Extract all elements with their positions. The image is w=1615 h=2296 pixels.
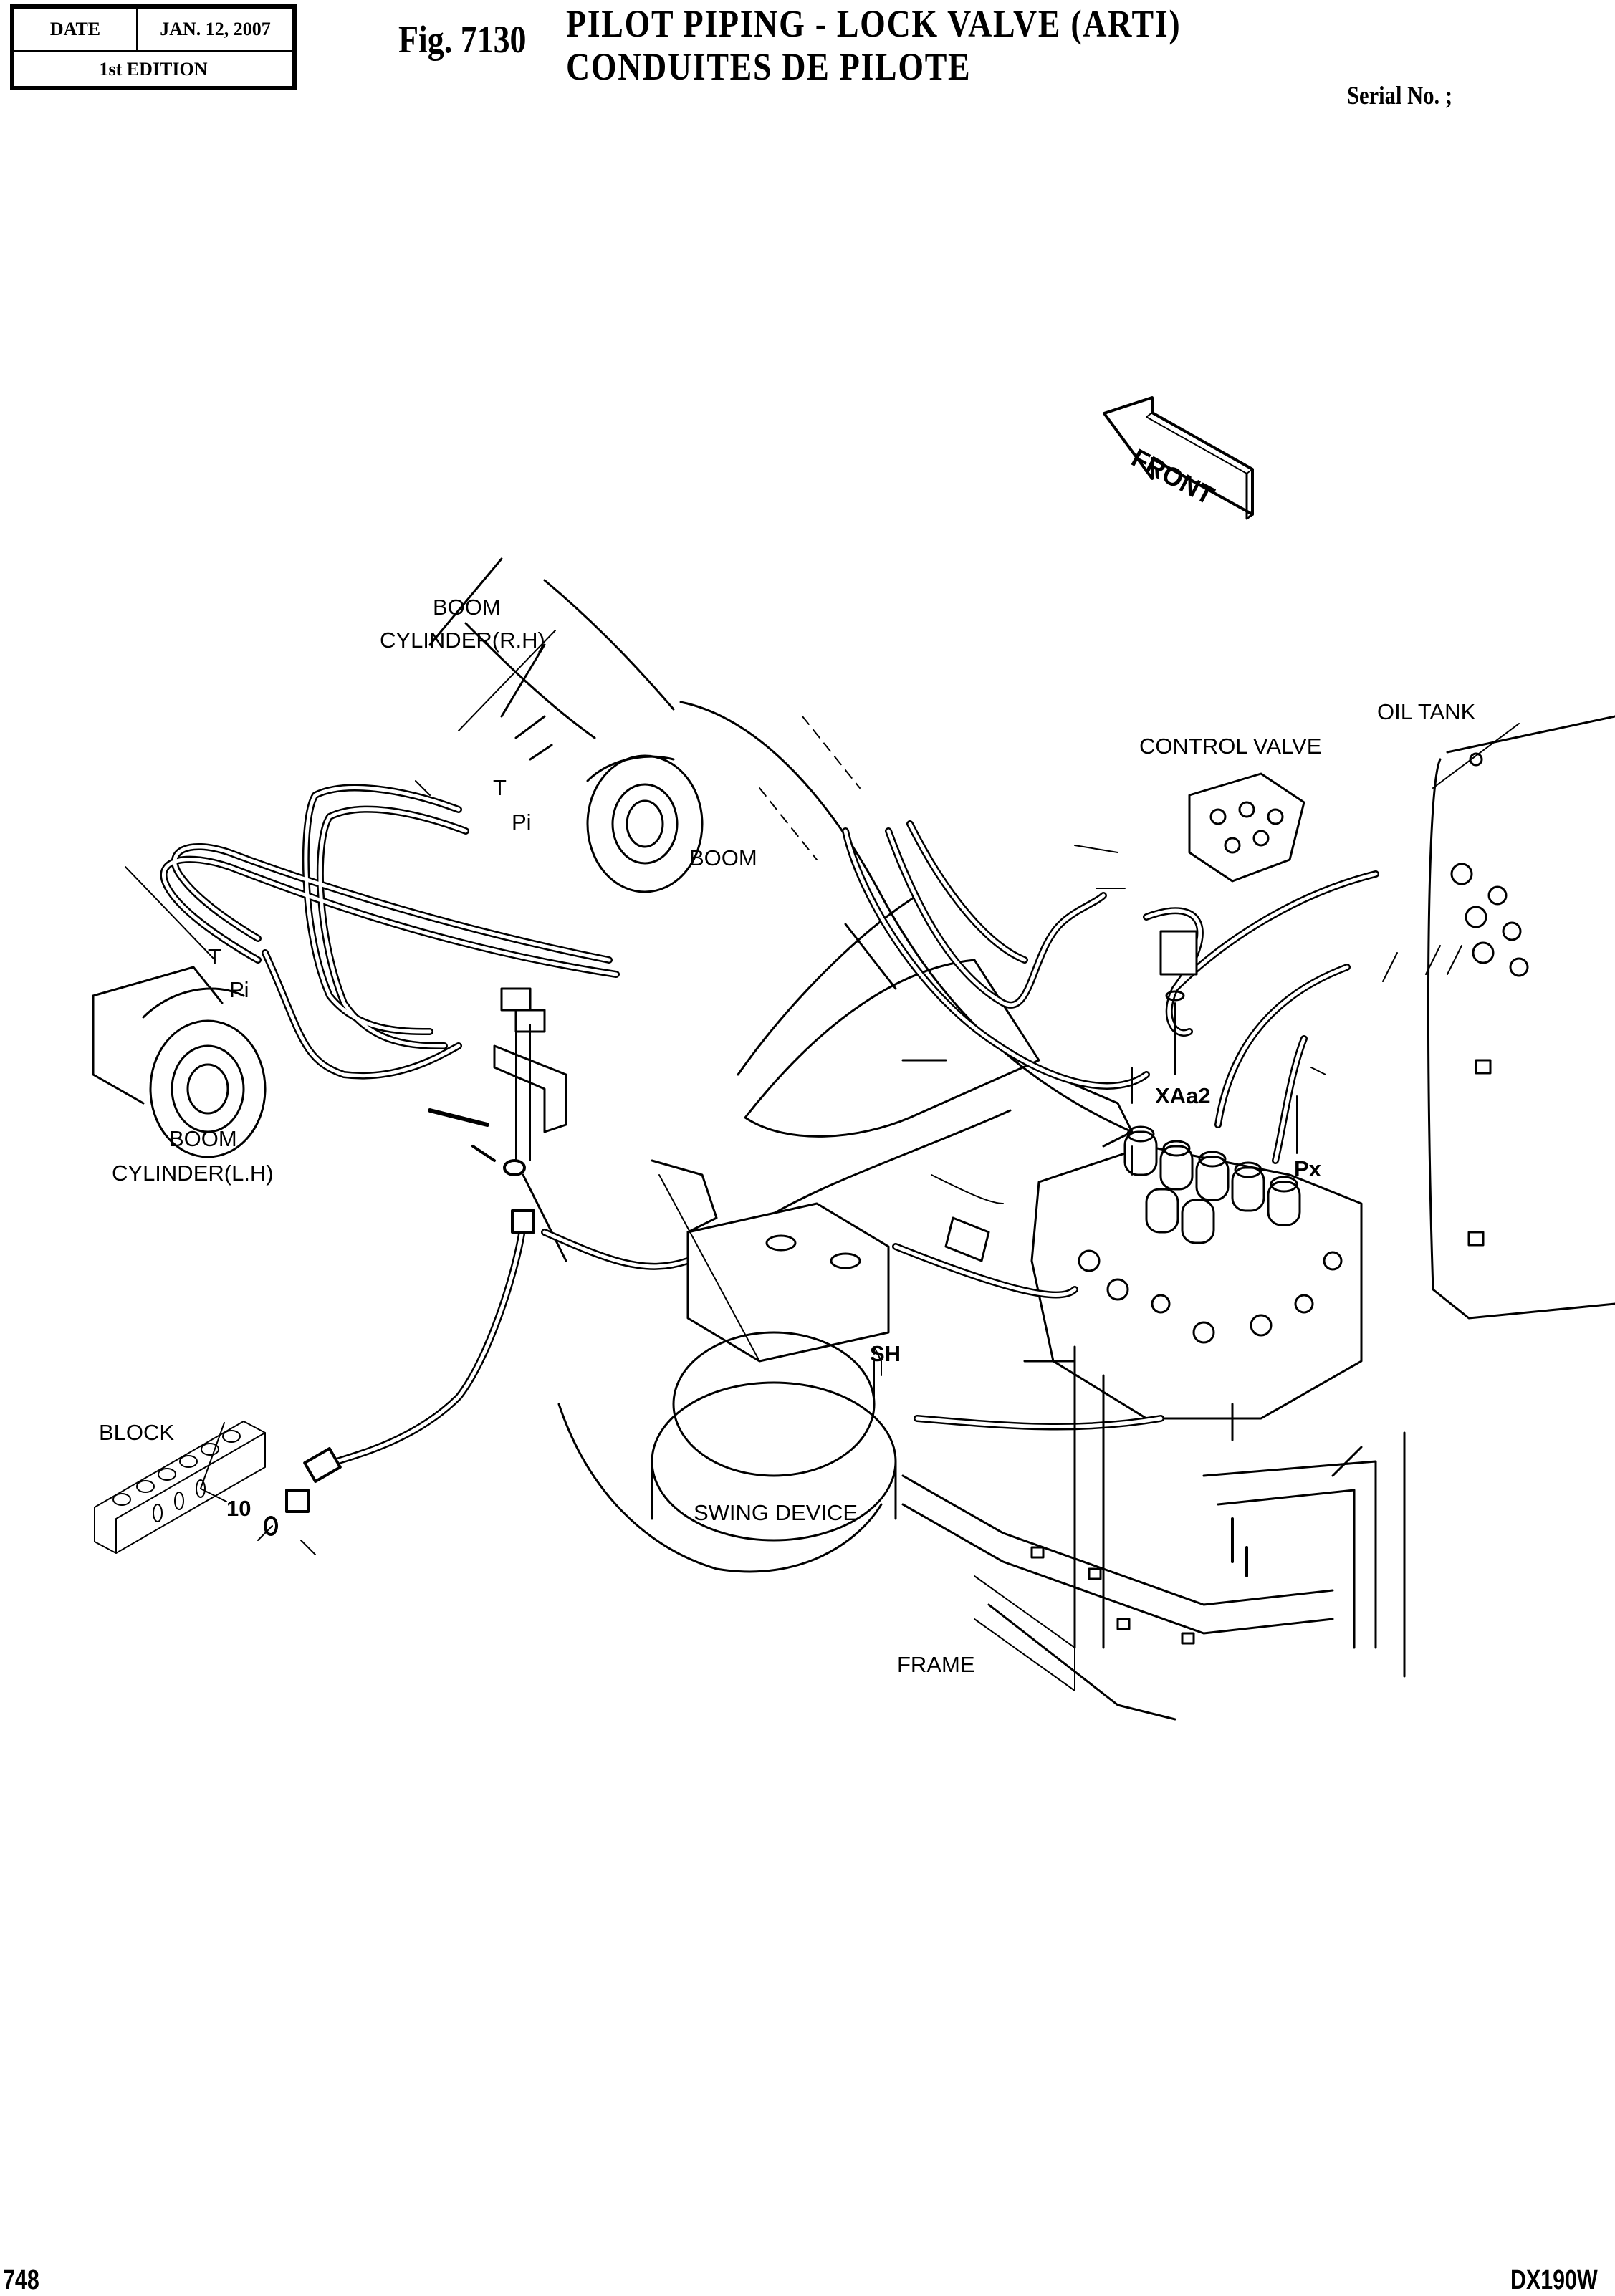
- date-label: DATE: [14, 9, 138, 50]
- label-port-t-left: T: [208, 944, 221, 969]
- front-arrow-icon: [1103, 396, 1254, 520]
- label-port-xaa2: XAa2: [1155, 1083, 1211, 1108]
- swing-device-drawing: [557, 1159, 897, 1573]
- block-hose: [333, 1221, 691, 1465]
- label-port-pi-right: Pi: [512, 810, 532, 835]
- label-boom-cylinder-lh-line2: CYLINDER(L.H): [112, 1161, 274, 1186]
- label-swing-device: SWING DEVICE: [694, 1500, 858, 1525]
- label-boom: BOOM: [689, 845, 757, 870]
- label-boom-cylinder-rh-line2: CYLINDER(R.H): [380, 628, 545, 653]
- date-row: DATE JAN. 12, 2007: [14, 9, 292, 52]
- label-port-t-right: T: [493, 775, 507, 800]
- edition-label: 1st EDITION: [99, 58, 208, 80]
- frame-drawing: [901, 1174, 1406, 1721]
- date-value: JAN. 12, 2007: [160, 19, 271, 39]
- boom-cylinder-rh-drawing: [428, 557, 704, 893]
- small-control-valve-drawing: [1159, 772, 1305, 1075]
- label-port-px: Px: [1294, 1156, 1321, 1181]
- block-drawing: [94, 1421, 266, 1554]
- page-title-french: CONDUITES DE PILOTE: [566, 45, 972, 88]
- edition-info-box: DATE JAN. 12, 2007 1st EDITION: [10, 4, 297, 90]
- label-oil-tank: OIL TANK: [1377, 699, 1476, 724]
- label-frame: FRAME: [897, 1652, 975, 1677]
- label-block: BLOCK: [99, 1420, 175, 1445]
- boom-drawing: [679, 701, 1134, 1219]
- boom-cylinder-lh-drawing: [92, 866, 267, 1158]
- leader-lines: [200, 780, 1462, 1555]
- serial-number-label: Serial No. ;: [1347, 81, 1453, 110]
- label-boom-cylinder-lh-line1: BOOM: [169, 1126, 237, 1151]
- page-number: 748: [3, 2265, 39, 2295]
- label-port-sh: SH: [870, 1341, 901, 1366]
- model-number: DX190W: [1510, 2265, 1598, 2295]
- oil-tank-drawing: [1427, 715, 1615, 1320]
- page-title-english: PILOT PIPING - LOCK VALVE (ARTI): [566, 2, 1182, 45]
- callout-10: 10: [226, 1496, 251, 1521]
- label-port-pi-left: Pi: [229, 977, 249, 1002]
- lock-valve-bracket: [428, 987, 567, 1262]
- pilot-hoses: [160, 784, 620, 1080]
- label-boom-cylinder-rh-line1: BOOM: [433, 595, 501, 620]
- label-control-valve: CONTROL VALVE: [1139, 734, 1322, 759]
- figure-number: Fig. 7130: [398, 18, 527, 61]
